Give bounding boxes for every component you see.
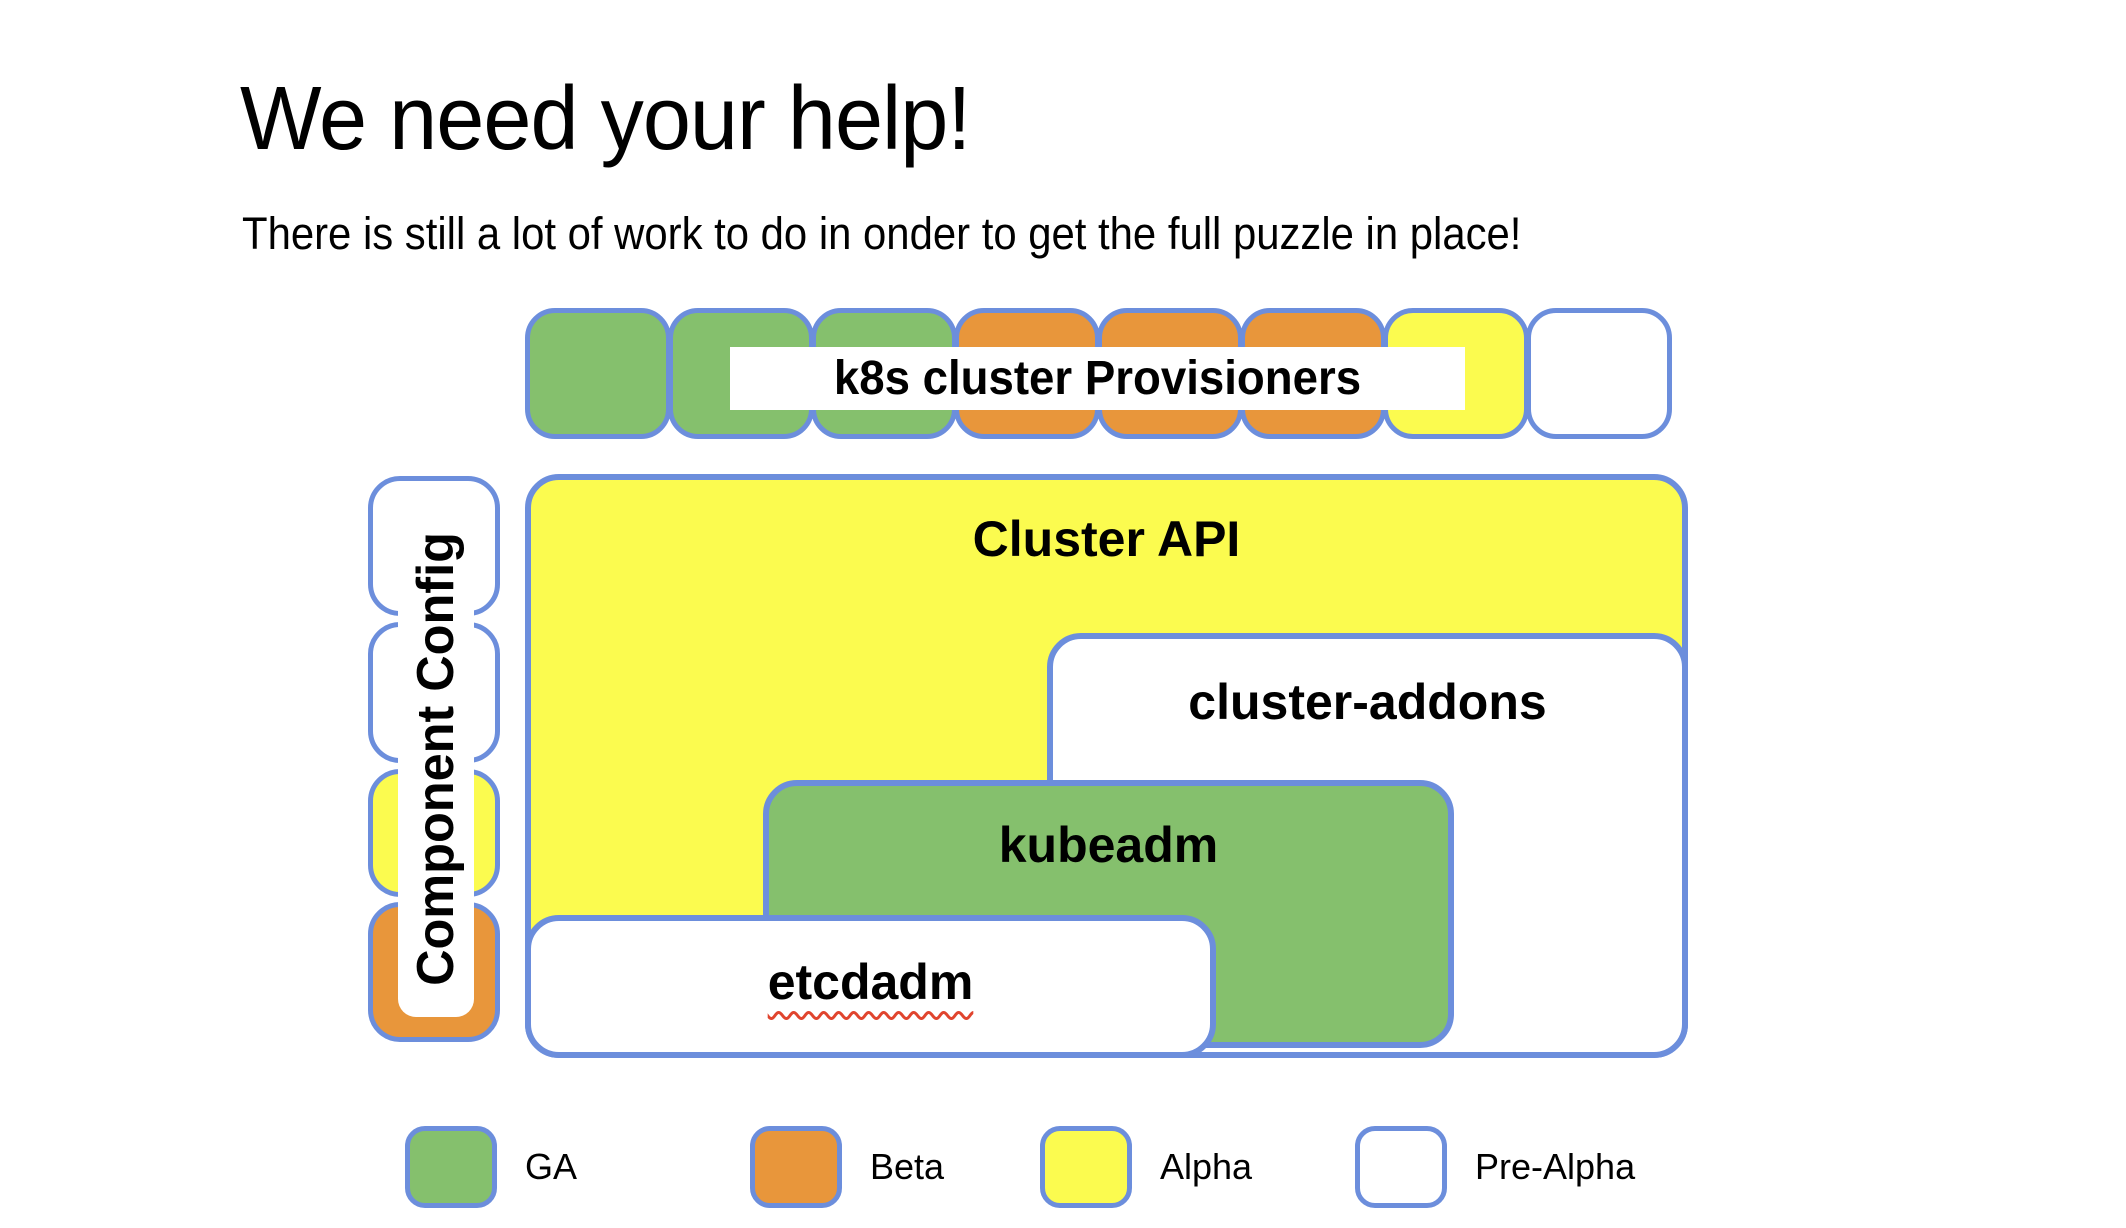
kubeadm-label: kubeadm xyxy=(998,817,1219,873)
component-config-label: Component Config xyxy=(398,500,474,1017)
legend-item-beta: Beta xyxy=(750,1126,944,1208)
legend-swatch-alpha xyxy=(1040,1126,1132,1208)
legend-label-alpha: Alpha xyxy=(1160,1146,1253,1187)
legend-item-alpha: Alpha xyxy=(1040,1126,1252,1208)
legend-label-ga: GA xyxy=(525,1146,578,1187)
legend-swatch-beta xyxy=(750,1126,842,1208)
legend-swatch-pre-alpha xyxy=(1355,1126,1447,1208)
cluster-api-label: Cluster API xyxy=(972,511,1241,567)
provisioner-block xyxy=(525,308,671,439)
page-title: We need your help! xyxy=(240,69,971,170)
page-subtitle: There is still a lot of work to do in on… xyxy=(242,208,1522,259)
etcdadm-box: etcdadm xyxy=(525,915,1216,1058)
provisioners-label-text: k8s cluster Provisioners xyxy=(833,352,1362,405)
legend-item-pre-alpha: Pre-Alpha xyxy=(1355,1126,1635,1208)
legend-swatch-ga xyxy=(405,1126,497,1208)
provisioners-label: k8s cluster Provisioners xyxy=(730,347,1465,410)
legend-label-beta: Beta xyxy=(870,1146,945,1187)
component-config-label-text: Component Config xyxy=(407,531,465,986)
legend-label-pre-alpha: Pre-Alpha xyxy=(1475,1146,1636,1187)
cluster-addons-label: cluster-addons xyxy=(1188,674,1547,730)
etcdadm-label: etcdadm xyxy=(767,954,974,1010)
provisioner-block xyxy=(1526,308,1672,439)
legend-item-ga: GA xyxy=(405,1126,577,1208)
